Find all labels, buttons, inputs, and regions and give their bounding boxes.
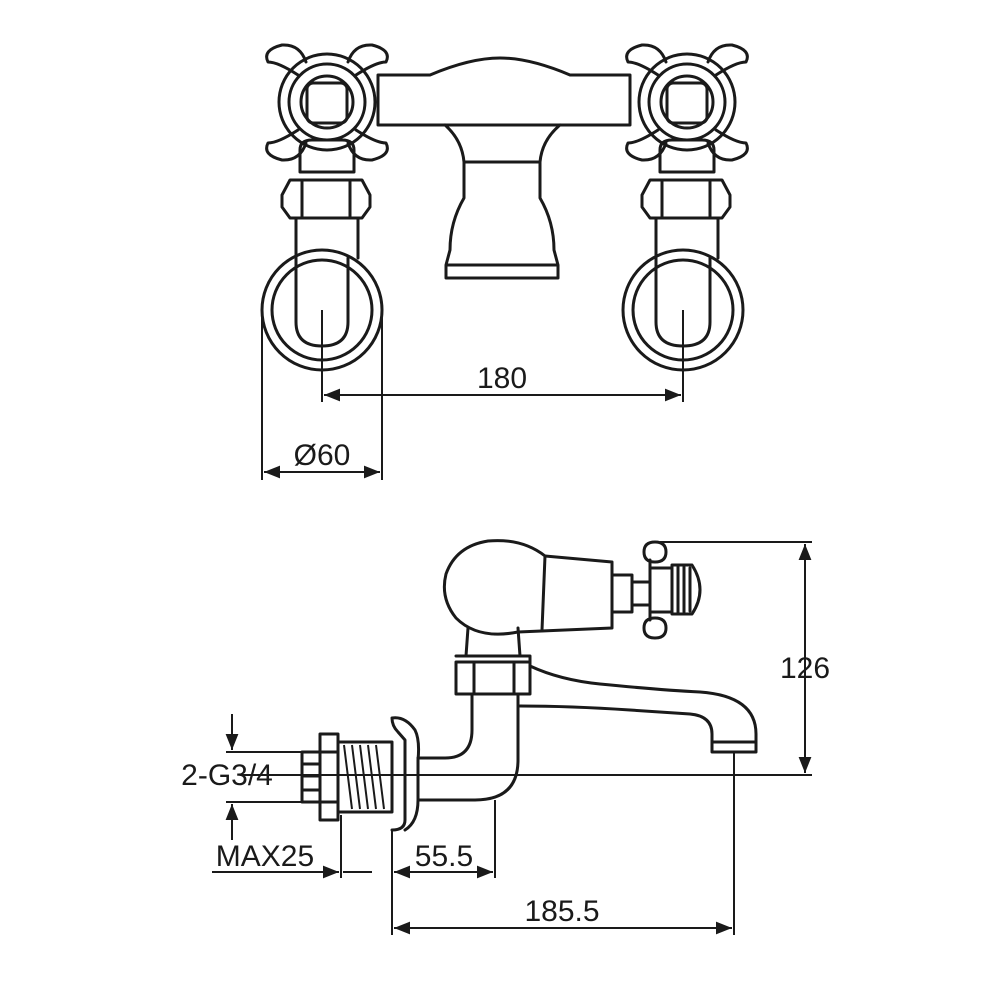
centers-dim-label: 180 <box>477 362 527 395</box>
side-hex-nut <box>454 654 532 696</box>
left-cross-handle <box>265 43 389 162</box>
short-dim-label: 55.5 <box>415 840 473 873</box>
side-body-cylinder <box>516 554 614 634</box>
right-handle-stem <box>658 138 716 174</box>
front-spout-collar <box>443 123 562 164</box>
max-dim-label: MAX25 <box>216 840 314 873</box>
right-hex-nut <box>640 178 732 220</box>
right-cross-handle <box>625 43 749 162</box>
side-thread-lines <box>343 744 385 810</box>
left-handle-stem <box>298 138 356 174</box>
left-hex-nut <box>280 178 372 220</box>
thread-dim-label: 2-G3/4 <box>181 759 273 792</box>
side-spout <box>518 664 758 754</box>
diameter-dim-label: Ø60 <box>294 439 351 472</box>
side-inlet-stub <box>300 750 322 804</box>
height-dim-label: 126 <box>780 652 830 685</box>
side-handle-shaft <box>610 573 652 614</box>
side-elbow-pipe <box>416 692 520 802</box>
long-dim-label: 185.5 <box>524 895 599 928</box>
side-lock-nut <box>318 732 340 822</box>
side-view: 126 2-G3/4 MAX25 55.5 185.5 <box>181 539 830 935</box>
front-view: 180 Ø60 <box>260 43 749 480</box>
side-body-ball <box>442 539 547 636</box>
right-leg <box>654 216 720 260</box>
front-body-bridge <box>376 56 632 127</box>
left-leg <box>294 216 360 260</box>
side-wall-flange <box>390 716 421 832</box>
side-handle-cap <box>670 563 702 616</box>
side-handle-cross <box>642 540 674 640</box>
side-body-seam <box>540 554 547 632</box>
front-spout <box>444 160 560 280</box>
